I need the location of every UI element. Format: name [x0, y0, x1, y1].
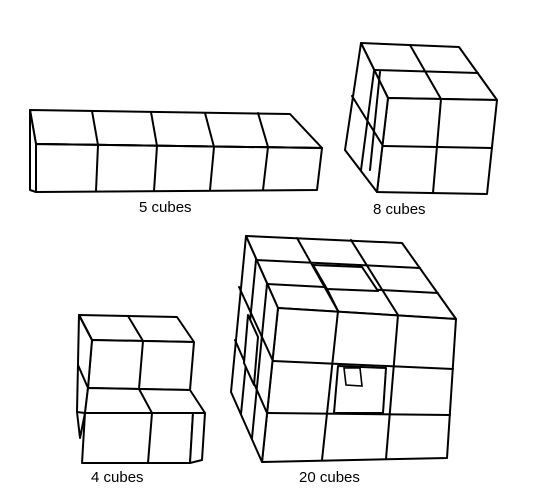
cube-edge [204, 112, 215, 148]
cube-edge [76, 411, 86, 414]
row-top-face [29, 109, 323, 149]
row-front-face [35, 143, 323, 193]
eight-cube-block-figure [344, 42, 498, 195]
cube-edge [374, 69, 479, 74]
cube-edge [321, 310, 339, 461]
cube-edge [272, 360, 454, 370]
cube-edge [385, 314, 399, 460]
cube-edge [127, 315, 144, 342]
cube-edge [77, 364, 89, 389]
cube-edge [78, 314, 93, 341]
cube-edge [382, 145, 493, 149]
step-lower-right-face [189, 412, 206, 464]
cube-edge [369, 71, 381, 171]
step-lower-front-face [81, 412, 194, 464]
caption-8-cubes: 8 cubes [373, 201, 426, 218]
twenty-cube-frame-figure [230, 235, 457, 463]
cube-edge [238, 286, 274, 362]
cube-edge [91, 110, 99, 146]
cube-edge [209, 146, 215, 191]
caption-20-cubes: 20 cubes [299, 469, 360, 486]
cube-edge [35, 143, 323, 149]
frame-top-hole [312, 264, 379, 292]
cube-edge [251, 283, 268, 439]
frame-hole-inner-edge [343, 367, 363, 387]
cube-edge [351, 95, 384, 147]
cube-edge [138, 388, 153, 414]
row-left-face [29, 109, 37, 193]
cube-edge [95, 144, 99, 192]
cube-edge [153, 145, 158, 192]
frame-left-hole [243, 314, 259, 386]
four-cube-step-figure [76, 314, 206, 464]
cube-edge [326, 288, 339, 312]
cube-edge [255, 259, 421, 269]
cube-edge [257, 112, 269, 148]
cube-edge [138, 340, 144, 390]
caption-4-cubes: 4 cubes [91, 469, 144, 486]
cube-edge [150, 111, 158, 147]
cube-edge [350, 239, 399, 316]
caption-5-cubes: 5 cubes [139, 199, 192, 216]
five-cube-row-figure [29, 109, 323, 193]
cube-edge [147, 412, 153, 464]
cube-edge [262, 146, 269, 191]
